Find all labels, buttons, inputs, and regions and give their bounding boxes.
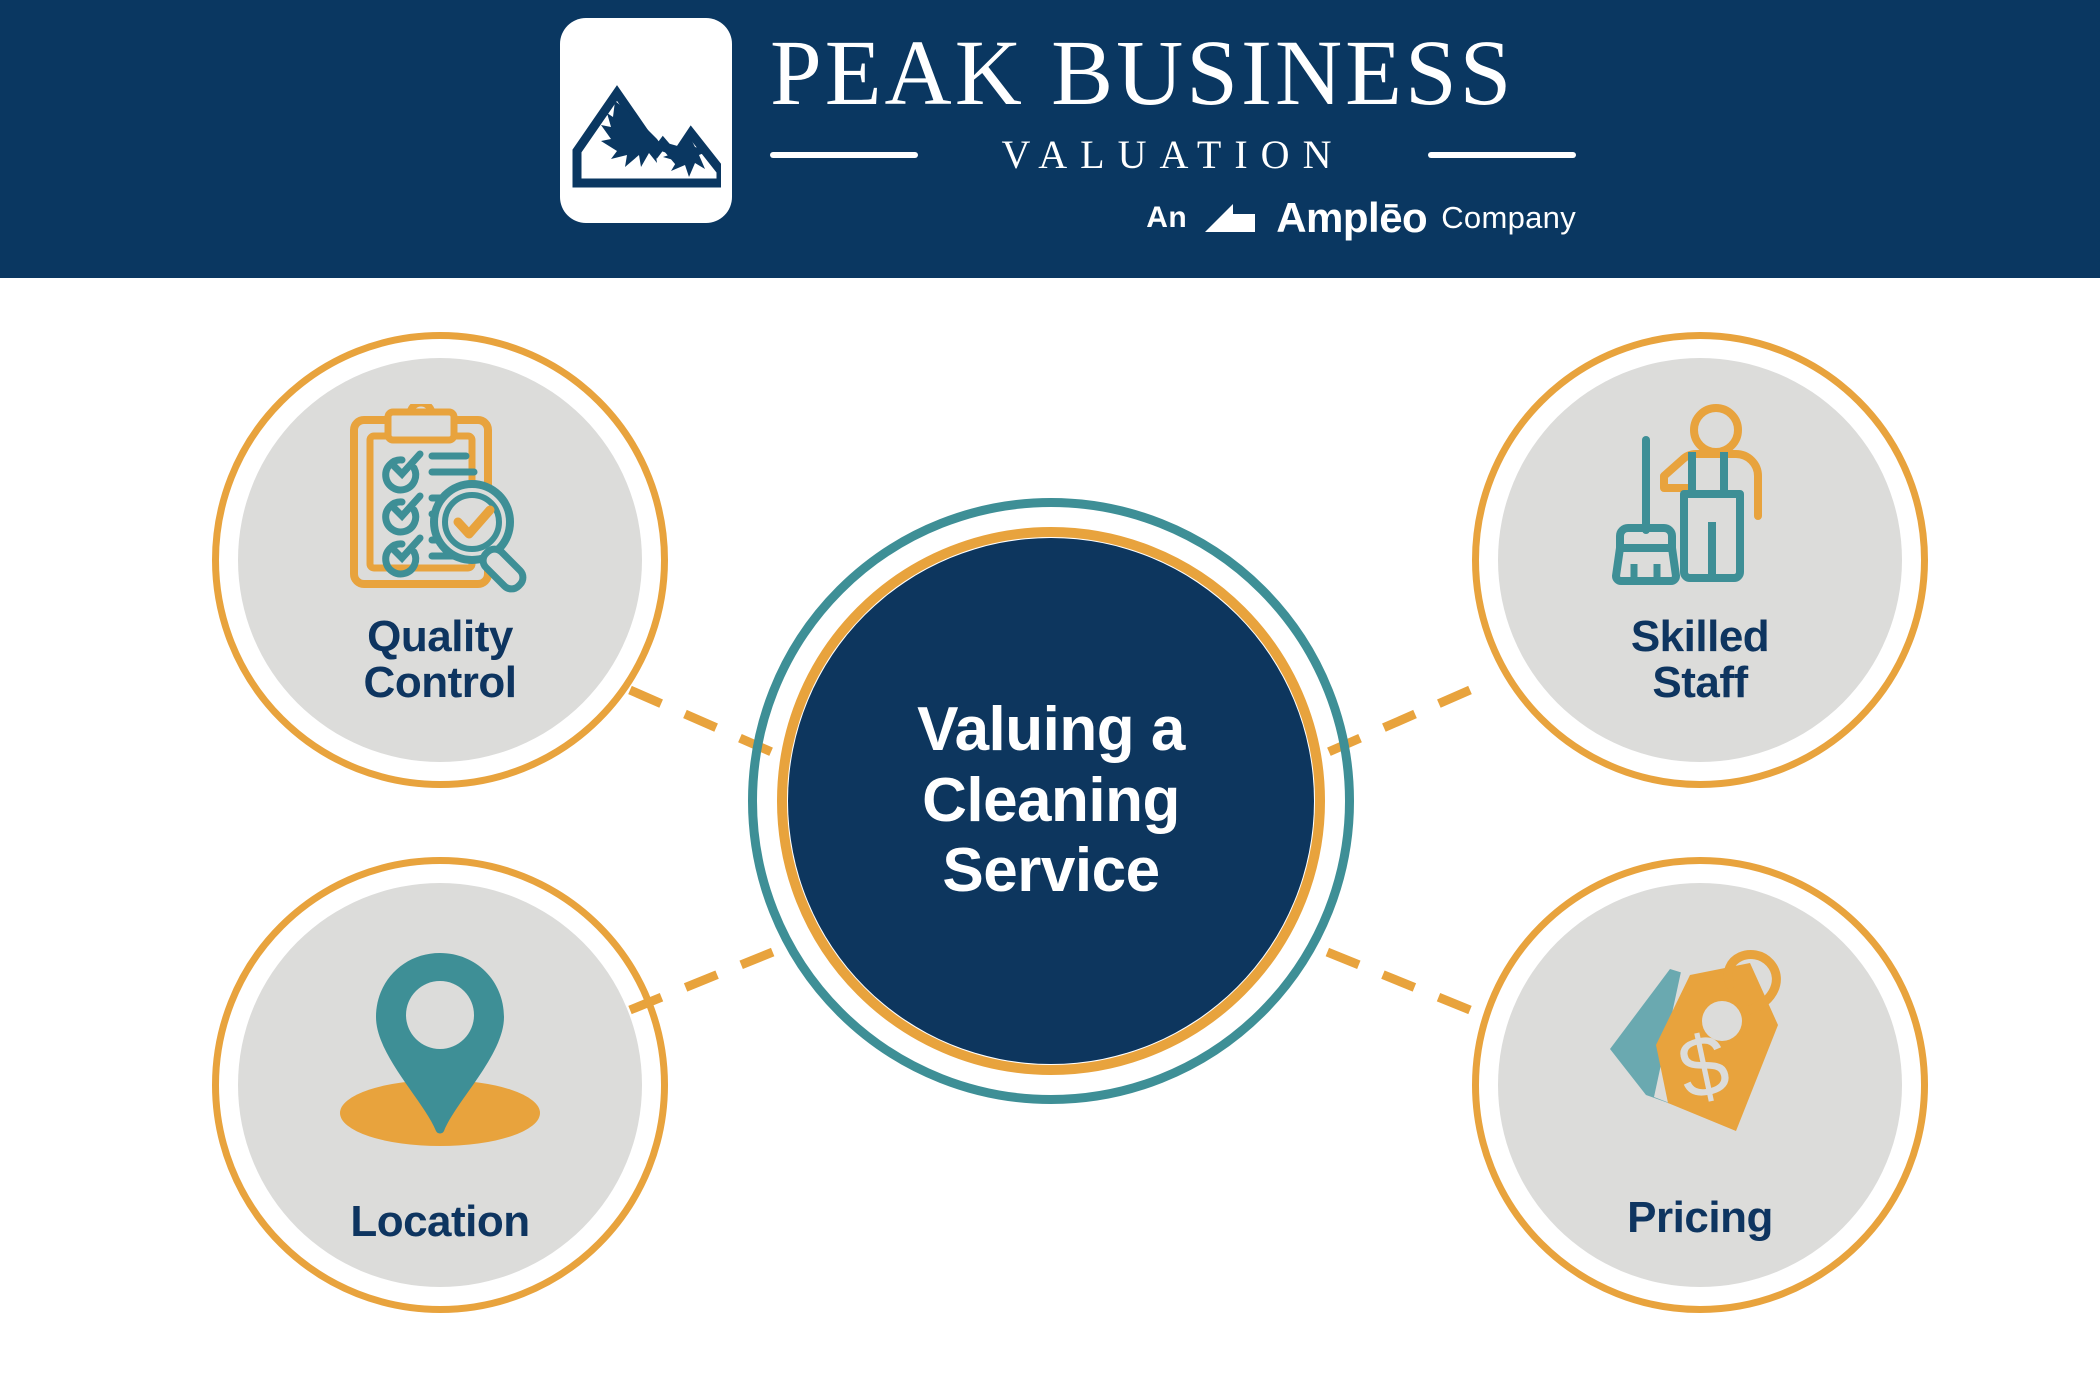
hub-title: Valuing a Cleaning Service [889, 695, 1213, 907]
label-line-1: Skilled [1630, 612, 1770, 661]
affiliation-row: An Amplēo Company [770, 194, 1576, 242]
label-line-1: Pricing [1627, 1193, 1773, 1242]
logo-tile [560, 18, 732, 223]
hub-title-line-2: Cleaning [922, 765, 1180, 835]
affiliation-prefix: An [1146, 201, 1188, 235]
brand-block: PEAK BUSINESS VALUATION An Amplēo [560, 18, 1576, 242]
node-skilled-staff-body: Skilled Staff [1498, 358, 1902, 762]
hub-inner-ring [777, 527, 1325, 1075]
node-pricing-label: Pricing [1627, 1195, 1773, 1241]
node-location-body: Location [238, 883, 642, 1287]
label-line-1: Quality [367, 612, 513, 661]
node-pricing[interactable]: $ Pricing [1472, 857, 1928, 1313]
hub-title-line-3: Service [942, 836, 1160, 906]
rule-left [770, 151, 918, 158]
node-location[interactable]: Location [212, 857, 668, 1313]
brand-subtitle-row: VALUATION [770, 131, 1576, 178]
node-quality-control-label: Quality Control [364, 614, 517, 706]
node-location-label: Location [350, 1197, 530, 1246]
mountain-peak-logo-icon [571, 43, 726, 198]
ampleo-mark-icon [1203, 198, 1263, 238]
rule-right [1428, 151, 1576, 158]
hub-title-line-1: Valuing a [917, 694, 1185, 764]
brand-subtitle: VALUATION [1001, 132, 1345, 178]
node-quality-control-body: Quality Control [238, 358, 642, 762]
header-bar: PEAK BUSINESS VALUATION An Amplēo [0, 0, 2100, 278]
label-line-1: Location [350, 1197, 530, 1246]
node-pricing-body: $ Pricing [1498, 883, 1902, 1287]
map-pin-icon [332, 945, 548, 1151]
label-line-2: Staff [1652, 657, 1748, 707]
node-skilled-staff-label: Skilled Staff [1630, 612, 1770, 707]
brand-text: PEAK BUSINESS VALUATION An Amplēo [770, 18, 1576, 242]
brand-name: PEAK BUSINESS [770, 22, 1515, 125]
node-skilled-staff[interactable]: Skilled Staff [1472, 332, 1928, 788]
label-line-2: Control [363, 657, 517, 707]
clipboard-checklist-magnifier-icon [340, 404, 540, 600]
hub-core: Valuing a Cleaning Service [788, 538, 1314, 1064]
center-hub[interactable]: Valuing a Cleaning Service [748, 498, 1354, 1104]
affiliation-suffix: Company [1441, 200, 1576, 236]
hub-outer-ring [748, 498, 1354, 1104]
node-quality-control[interactable]: Quality Control [212, 332, 668, 788]
affiliation-company: Amplēo [1276, 194, 1428, 242]
janitor-with-broom-icon [1612, 404, 1788, 600]
price-tag-dollar-icon: $ [1594, 941, 1806, 1151]
